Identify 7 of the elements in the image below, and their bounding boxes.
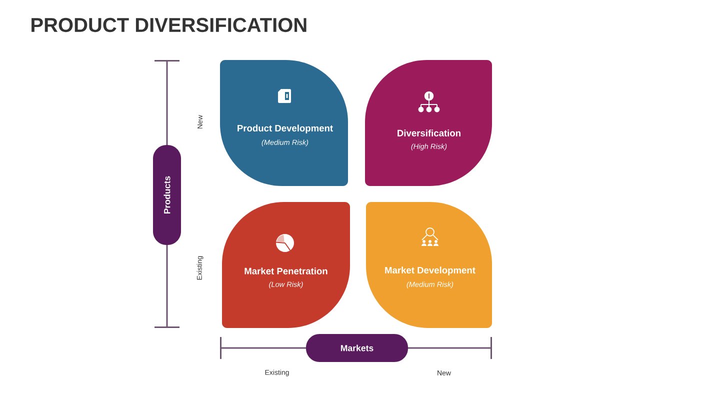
card-title: Product Development	[238, 124, 333, 134]
axis-pill: Products	[153, 145, 181, 245]
title: PRODUCT DIVERSIFICATION	[32, 18, 306, 32]
card-title: Market Development	[385, 266, 476, 276]
card-title: Market Penetration	[244, 268, 328, 274]
axis-pill: Markets	[306, 334, 408, 362]
card-title: Diversification	[398, 130, 460, 136]
